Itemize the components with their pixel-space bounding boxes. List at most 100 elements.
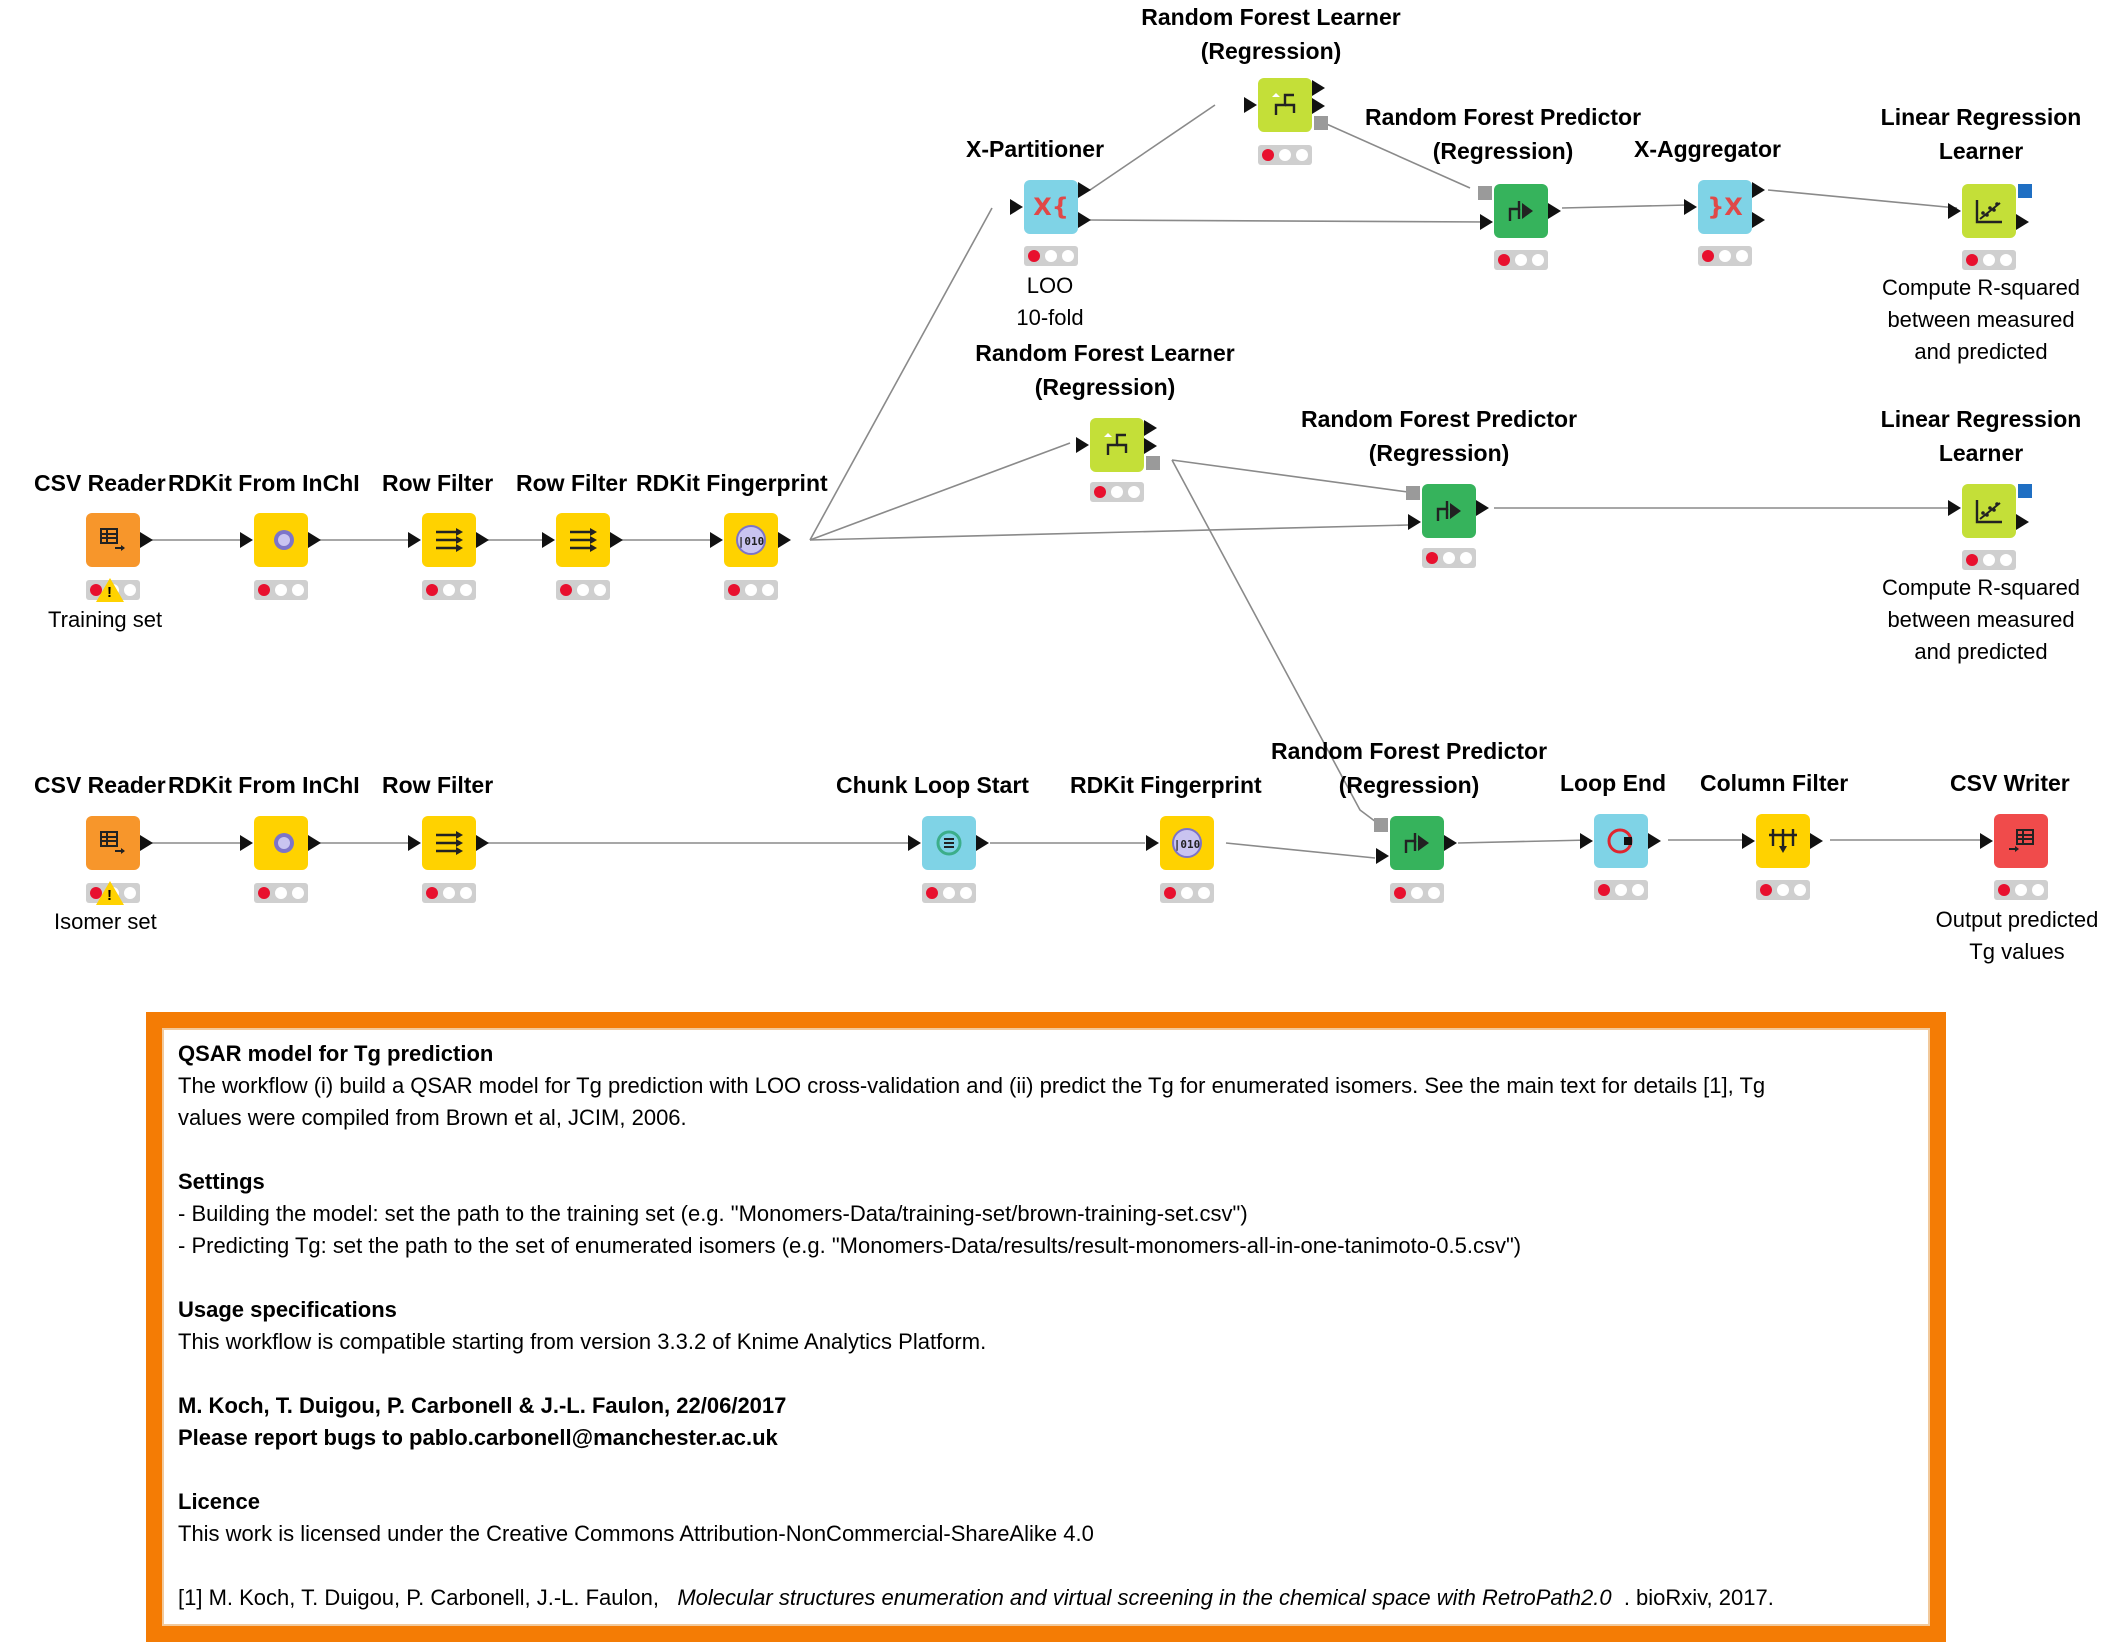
input-port[interactable]: [1076, 437, 1089, 453]
input-port[interactable]: [710, 532, 723, 548]
input-port[interactable]: [542, 532, 555, 548]
node-title[interactable]: RDKit Fingerprint: [636, 470, 828, 496]
input-port[interactable]: [408, 532, 421, 548]
output-port[interactable]: [308, 835, 321, 851]
node-title[interactable]: Row Filter: [516, 470, 628, 496]
output-port[interactable]: [1312, 80, 1325, 96]
node-rdkit-fingerprint-2[interactable]: |010: [1146, 816, 1214, 870]
input-port[interactable]: [1684, 199, 1697, 215]
model-input-port[interactable]: [1478, 186, 1492, 200]
input-port[interactable]: [1480, 214, 1493, 230]
input-port[interactable]: [240, 532, 253, 548]
node-title[interactable]: Random Forest Learner (Regression): [1141, 4, 1401, 64]
node-title[interactable]: Linear Regression Learner: [1880, 104, 2082, 164]
input-port[interactable]: [240, 835, 253, 851]
output-port[interactable]: [140, 835, 153, 851]
node-annotation[interactable]: Compute R-squared between measured and p…: [1881, 575, 2081, 664]
node-title[interactable]: Random Forest Predictor (Regression): [1364, 104, 1642, 164]
node-lr-learner-2[interactable]: [1948, 484, 2032, 538]
output-port[interactable]: [778, 532, 791, 548]
node-x-aggregator[interactable]: }X: [1684, 180, 1765, 234]
node-title[interactable]: X-Aggregator: [1634, 136, 1781, 162]
node-title[interactable]: Chunk Loop Start: [836, 772, 1029, 798]
model-output-port[interactable]: [2018, 484, 2032, 498]
node-annotation[interactable]: Output predicted Tg values: [1935, 907, 2099, 964]
node-title[interactable]: Random Forest Predictor (Regression): [1270, 738, 1548, 798]
input-port[interactable]: [1376, 848, 1389, 864]
node-annotation[interactable]: Compute R-squared between measured and p…: [1881, 275, 2081, 364]
workflow-annotation-box[interactable]: QSAR model for Tg prediction The workflo…: [146, 1012, 1946, 1642]
model-output-port[interactable]: [1146, 456, 1160, 470]
input-port[interactable]: [1948, 500, 1961, 516]
node-title[interactable]: CSV Reader: [34, 470, 166, 496]
model-input-port[interactable]: [1374, 818, 1388, 832]
output-port[interactable]: [610, 532, 623, 548]
node-rf-learner-2[interactable]: [1076, 418, 1160, 472]
input-port[interactable]: [1244, 97, 1257, 113]
node-annotation[interactable]: Training set: [48, 607, 163, 632]
output-port[interactable]: [1752, 182, 1765, 198]
node-x-partitioner[interactable]: X{: [1010, 180, 1091, 234]
node-rdkit-from-inchi-2[interactable]: [240, 816, 321, 870]
output-port[interactable]: [2016, 214, 2029, 230]
node-column-filter[interactable]: [1742, 814, 1823, 868]
output-port[interactable]: [1648, 833, 1661, 849]
model-output-port[interactable]: [1314, 116, 1328, 130]
node-csv-writer[interactable]: [1980, 814, 2048, 868]
output-port[interactable]: [976, 835, 989, 851]
node-title[interactable]: Loop End: [1560, 770, 1667, 796]
node-rf-predictor-2[interactable]: [1406, 484, 1489, 538]
node-row-filter-2[interactable]: [542, 513, 623, 567]
input-port[interactable]: [1146, 835, 1159, 851]
node-title[interactable]: Random Forest Learner (Regression): [975, 340, 1235, 400]
input-port[interactable]: [1980, 833, 1993, 849]
input-port[interactable]: [1010, 199, 1023, 215]
node-title[interactable]: Random Forest Predictor (Regression): [1300, 406, 1578, 466]
output-port[interactable]: [1548, 203, 1561, 219]
node-title[interactable]: Column Filter: [1700, 770, 1849, 796]
node-chunk-loop-start[interactable]: [908, 816, 989, 870]
node-csv-reader-training[interactable]: [86, 513, 153, 567]
input-port[interactable]: [1408, 514, 1421, 530]
input-port[interactable]: [1742, 833, 1755, 849]
output-port[interactable]: [1078, 182, 1091, 198]
node-csv-reader-isomer[interactable]: [86, 816, 153, 870]
node-row-filter-3[interactable]: [408, 816, 489, 870]
node-rdkit-fingerprint-1[interactable]: |010: [710, 513, 791, 567]
input-port[interactable]: [1948, 203, 1961, 219]
node-title[interactable]: RDKit From InChI: [168, 772, 360, 798]
node-annotation[interactable]: Isomer set: [54, 909, 157, 934]
model-input-port[interactable]: [1406, 486, 1420, 500]
node-title[interactable]: CSV Writer: [1950, 770, 2070, 796]
output-port[interactable]: [1144, 438, 1157, 454]
input-port[interactable]: [908, 835, 921, 851]
output-port[interactable]: [1144, 420, 1157, 436]
input-port[interactable]: [408, 835, 421, 851]
node-title[interactable]: X-Partitioner: [966, 136, 1105, 162]
node-rf-predictor-1[interactable]: [1478, 184, 1561, 238]
node-lr-learner-1[interactable]: [1948, 184, 2032, 238]
node-title[interactable]: Row Filter: [382, 772, 494, 798]
node-title[interactable]: Linear Regression Learner: [1880, 406, 2082, 466]
output-port[interactable]: [140, 532, 153, 548]
output-port[interactable]: [2016, 514, 2029, 530]
model-output-port[interactable]: [2018, 184, 2032, 198]
output-port[interactable]: [1810, 833, 1823, 849]
node-title[interactable]: CSV Reader: [34, 772, 166, 798]
node-loop-end[interactable]: [1580, 814, 1661, 868]
input-port[interactable]: [1580, 833, 1593, 849]
output-port[interactable]: [476, 532, 489, 548]
output-port[interactable]: [1444, 835, 1457, 851]
output-port[interactable]: [1312, 98, 1325, 114]
node-title[interactable]: Row Filter: [382, 470, 494, 496]
output-port[interactable]: [1752, 212, 1765, 228]
node-rf-predictor-3[interactable]: [1374, 816, 1457, 870]
output-port[interactable]: [476, 835, 489, 851]
output-port[interactable]: [1476, 500, 1489, 516]
node-row-filter-1[interactable]: [408, 513, 489, 567]
node-title[interactable]: RDKit Fingerprint: [1070, 772, 1262, 798]
node-rdkit-from-inchi-1[interactable]: [240, 513, 321, 567]
output-port[interactable]: [308, 532, 321, 548]
node-annotation[interactable]: LOO 10-fold: [1016, 273, 1084, 330]
